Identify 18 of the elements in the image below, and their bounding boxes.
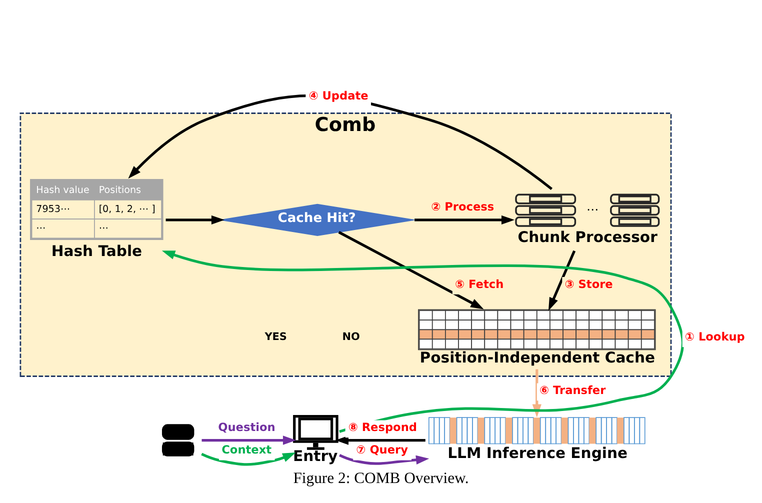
- edge-label: ② Process: [431, 200, 494, 214]
- edge-label: Context: [222, 442, 272, 457]
- edge-label: ⑧ Respond: [348, 420, 417, 434]
- edge-label: Question: [218, 420, 276, 434]
- node-label: Hash Table: [51, 243, 142, 260]
- caption: Figure 2: COMB Overview.: [293, 470, 469, 487]
- edge-label: ⑥ Transfer: [540, 383, 606, 398]
- label: YES: [264, 331, 287, 344]
- edge-label: ③ Store: [564, 276, 613, 291]
- node-label: LLM Inference Engine: [448, 445, 628, 462]
- label: NO: [342, 331, 360, 344]
- edge-label: ⑤ Fetch: [455, 276, 504, 291]
- edge-label: ④ Update: [308, 88, 368, 103]
- node-label: Position-Independent Cache: [420, 349, 656, 366]
- edge-label: ⑦ Query: [356, 442, 408, 457]
- edge-label: ① Lookup: [684, 329, 745, 344]
- node-label: Entry: [293, 448, 338, 465]
- node-label: Chunk Processor: [518, 229, 658, 246]
